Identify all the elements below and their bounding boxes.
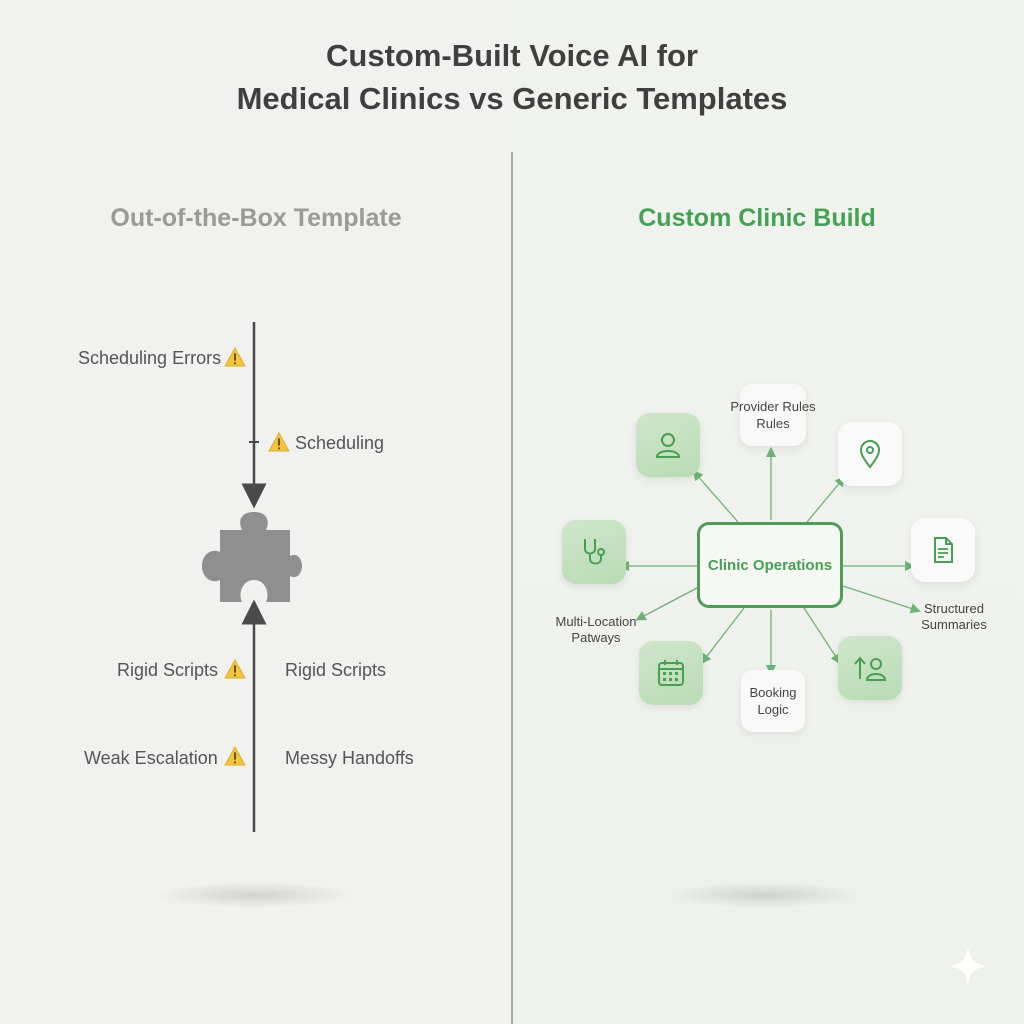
warning-icon [268, 432, 290, 452]
location-tile [838, 422, 902, 486]
panel-divider [511, 152, 513, 1024]
label-messy-handoffs: Messy Handoffs [285, 748, 414, 768]
page-title-line-2: Medical Clinics vs Generic Templates [236, 81, 788, 116]
label-weak-escalation: Weak Escalation [84, 748, 218, 768]
user-upload-tile [838, 636, 902, 700]
connector-location [806, 476, 846, 523]
structured-summaries-label: Structured Summaries [910, 601, 998, 633]
sparkle-icon [948, 946, 988, 986]
label-scheduling-errors: Scheduling Errors [78, 348, 222, 368]
stethoscope-tile [562, 520, 626, 584]
puzzle-piece-icon [202, 512, 302, 602]
user-upload-icon [854, 656, 887, 681]
provider-rules-line-2: Rules [756, 416, 790, 431]
left-panel-heading: Out-of-the-Box Template [110, 204, 402, 232]
warning-icon [224, 659, 246, 679]
user-icon [655, 433, 681, 458]
calendar-icon [658, 660, 684, 686]
warning-icon [224, 347, 246, 367]
document-tile [911, 518, 975, 582]
provider-rules-node: Provider Rules Rules [730, 384, 816, 446]
booking-logic-line-1: Booking [749, 685, 797, 700]
document-icon [934, 537, 953, 563]
booking-logic-node: Booking Logic [741, 670, 805, 732]
right-connectors [618, 446, 921, 676]
multi-location-label: Multi-Location Patways [546, 614, 646, 646]
label-scheduling: Scheduling [295, 433, 385, 453]
label-rigid-scripts-left: Rigid Scripts [117, 660, 219, 680]
calendar-tile [639, 641, 703, 705]
label-rigid-scripts-right: Rigid Scripts [285, 660, 387, 680]
structured-summaries-line-1: Structured [924, 601, 984, 616]
right-panel-background [512, 0, 1024, 1024]
provider-rules-line-1: Provider Rules [730, 399, 816, 414]
connector-structured-summaries [842, 585, 921, 614]
structured-summaries-line-2: Summaries [921, 617, 987, 632]
multi-location-line-1: Multi-Location [555, 614, 637, 629]
left-ground-shadow [154, 882, 354, 908]
connector-user-upload [803, 607, 841, 665]
warning-icon [224, 746, 246, 766]
page-title-line-1: Custom-Built Voice AI for [326, 38, 698, 73]
page-title: Custom-Built Voice AI for Medical Clinic… [0, 34, 1024, 120]
stethoscope-icon [584, 539, 605, 565]
connector-user [692, 470, 739, 523]
multi-location-line-2: Patways [571, 630, 621, 645]
clinic-operations-box: Clinic Operations [697, 522, 843, 608]
right-panel-heading: Custom Clinic Build [638, 204, 876, 232]
connector-calendar [700, 607, 745, 665]
location-pin-icon [859, 440, 881, 469]
left-diagram [202, 322, 302, 832]
user-tile [636, 413, 700, 477]
right-ground-shadow [664, 882, 864, 908]
booking-logic-line-2: Logic [757, 702, 789, 717]
connector-multi-location [635, 587, 698, 621]
